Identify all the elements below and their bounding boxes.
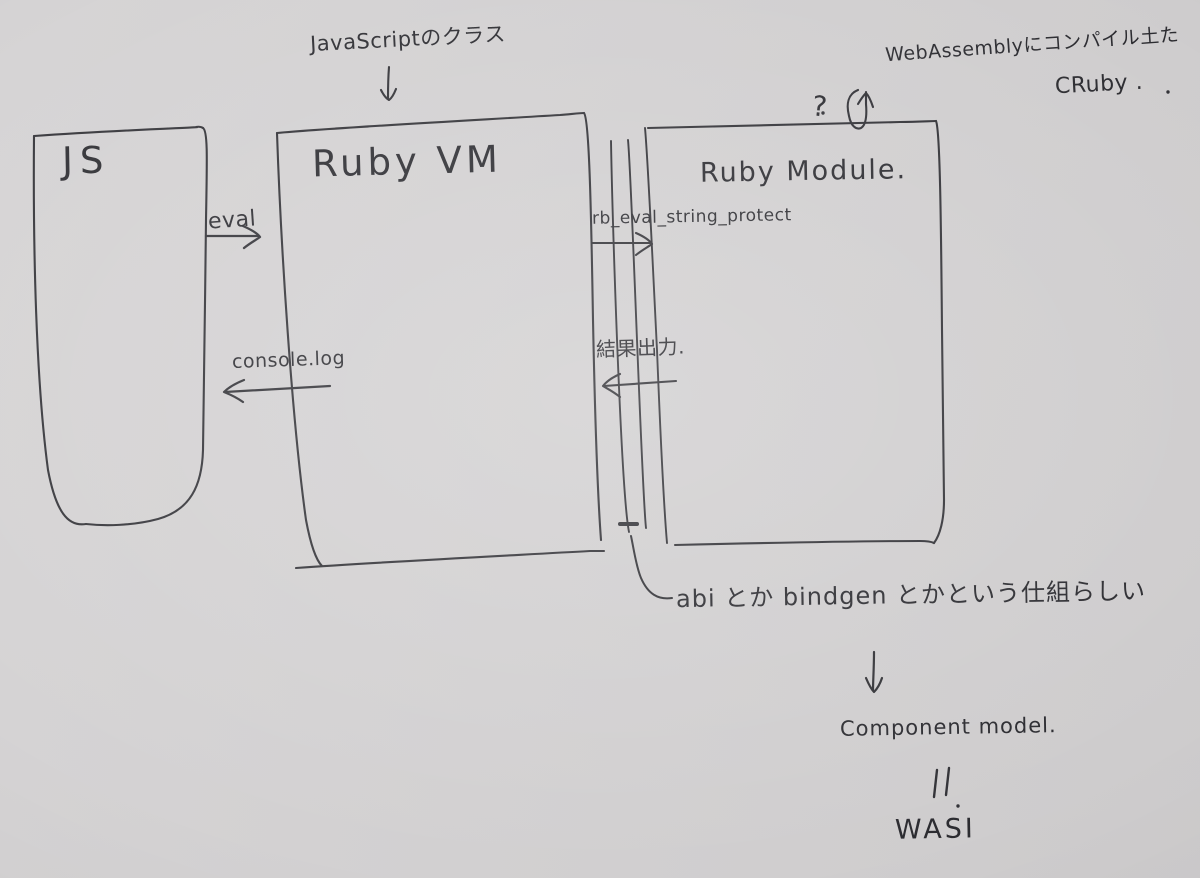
note-cruby: CRuby .	[1054, 69, 1144, 100]
annotation-component-model: Component model.	[839, 713, 1057, 741]
annotation-wasi: WASI	[894, 813, 977, 846]
box-label-ruby-vm: Ruby VM	[311, 137, 503, 186]
box-label-ruby-module: Ruby Module.	[699, 154, 908, 189]
arrow-abi-pointer	[630, 535, 673, 600]
stray-marks	[821, 90, 1170, 808]
mark-equals	[932, 766, 951, 799]
arrow-js-class	[379, 65, 398, 102]
arrow-question	[846, 88, 875, 130]
question-mark-icon: ?	[810, 89, 830, 124]
box-js	[32, 125, 208, 527]
arrow-label-console-log: console.log	[231, 347, 346, 373]
arrow-label-eval: eval	[207, 206, 257, 235]
arrow-result-out	[601, 372, 678, 399]
arrow-console-log	[222, 378, 332, 404]
box-gap-column	[610, 127, 668, 544]
arrow-label-rb-eval: rb_eval_string_protect	[591, 205, 792, 229]
arrow-label-result-output: 結果出力.	[595, 334, 686, 362]
box-label-js: JS	[61, 138, 111, 183]
arrow-eval	[204, 224, 262, 250]
arrow-rb-eval	[590, 231, 654, 257]
arrow-component-model	[864, 650, 884, 694]
box-ruby-vm	[275, 111, 606, 570]
box-ruby-module	[646, 119, 946, 547]
